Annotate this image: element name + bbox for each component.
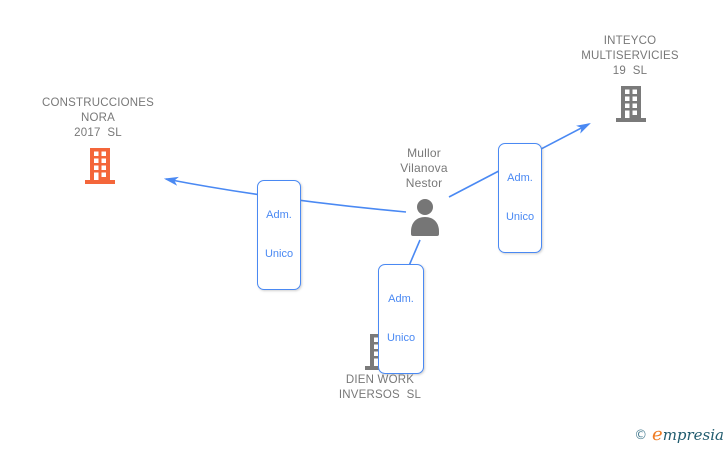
node-label-dien: DIEN WORK INVERSOS SL xyxy=(338,374,422,401)
edge-label-adm-unico-bottom[interactable]: Adm. Unico xyxy=(378,264,424,374)
node-label-inteyco: INTEYCO MULTISERVICIES 19 SL xyxy=(581,35,679,77)
brand-letter-e: e xyxy=(652,424,663,445)
node-label-construcciones: CONSTRUCCIONES NORA 2017 SL xyxy=(41,97,155,139)
node-label-person: Mullor Vilanova Nestor xyxy=(400,146,448,190)
person-icon xyxy=(408,199,442,240)
node-construcciones[interactable] xyxy=(83,148,117,189)
brand-rest: mpresia xyxy=(662,426,724,444)
building-icon xyxy=(614,86,648,126)
copyright-symbol: © xyxy=(634,428,648,443)
edge-label-adm-unico-right[interactable]: Adm. Unico xyxy=(498,143,542,253)
edge-label-adm-unico-left[interactable]: Adm. Unico xyxy=(257,180,301,290)
node-inteyco[interactable] xyxy=(614,86,648,127)
node-person[interactable] xyxy=(408,198,442,241)
building-icon xyxy=(83,148,117,188)
empresia-watermark: © empresia xyxy=(634,424,724,445)
